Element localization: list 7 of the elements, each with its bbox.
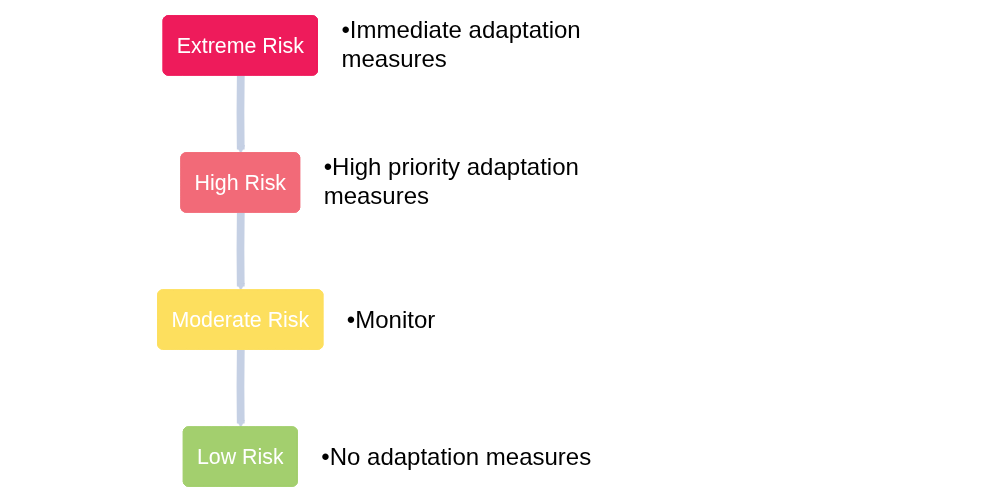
arrow xyxy=(236,75,245,154)
bullet-note: •No adaptation measures xyxy=(321,442,592,471)
arrow xyxy=(236,349,245,428)
bullet-note: •High priority adaptation measures xyxy=(323,153,580,212)
bullet-note: •Monitor xyxy=(346,305,436,334)
bullet-note: •Immediate adaptation measures xyxy=(341,16,582,75)
arrow xyxy=(236,212,245,291)
